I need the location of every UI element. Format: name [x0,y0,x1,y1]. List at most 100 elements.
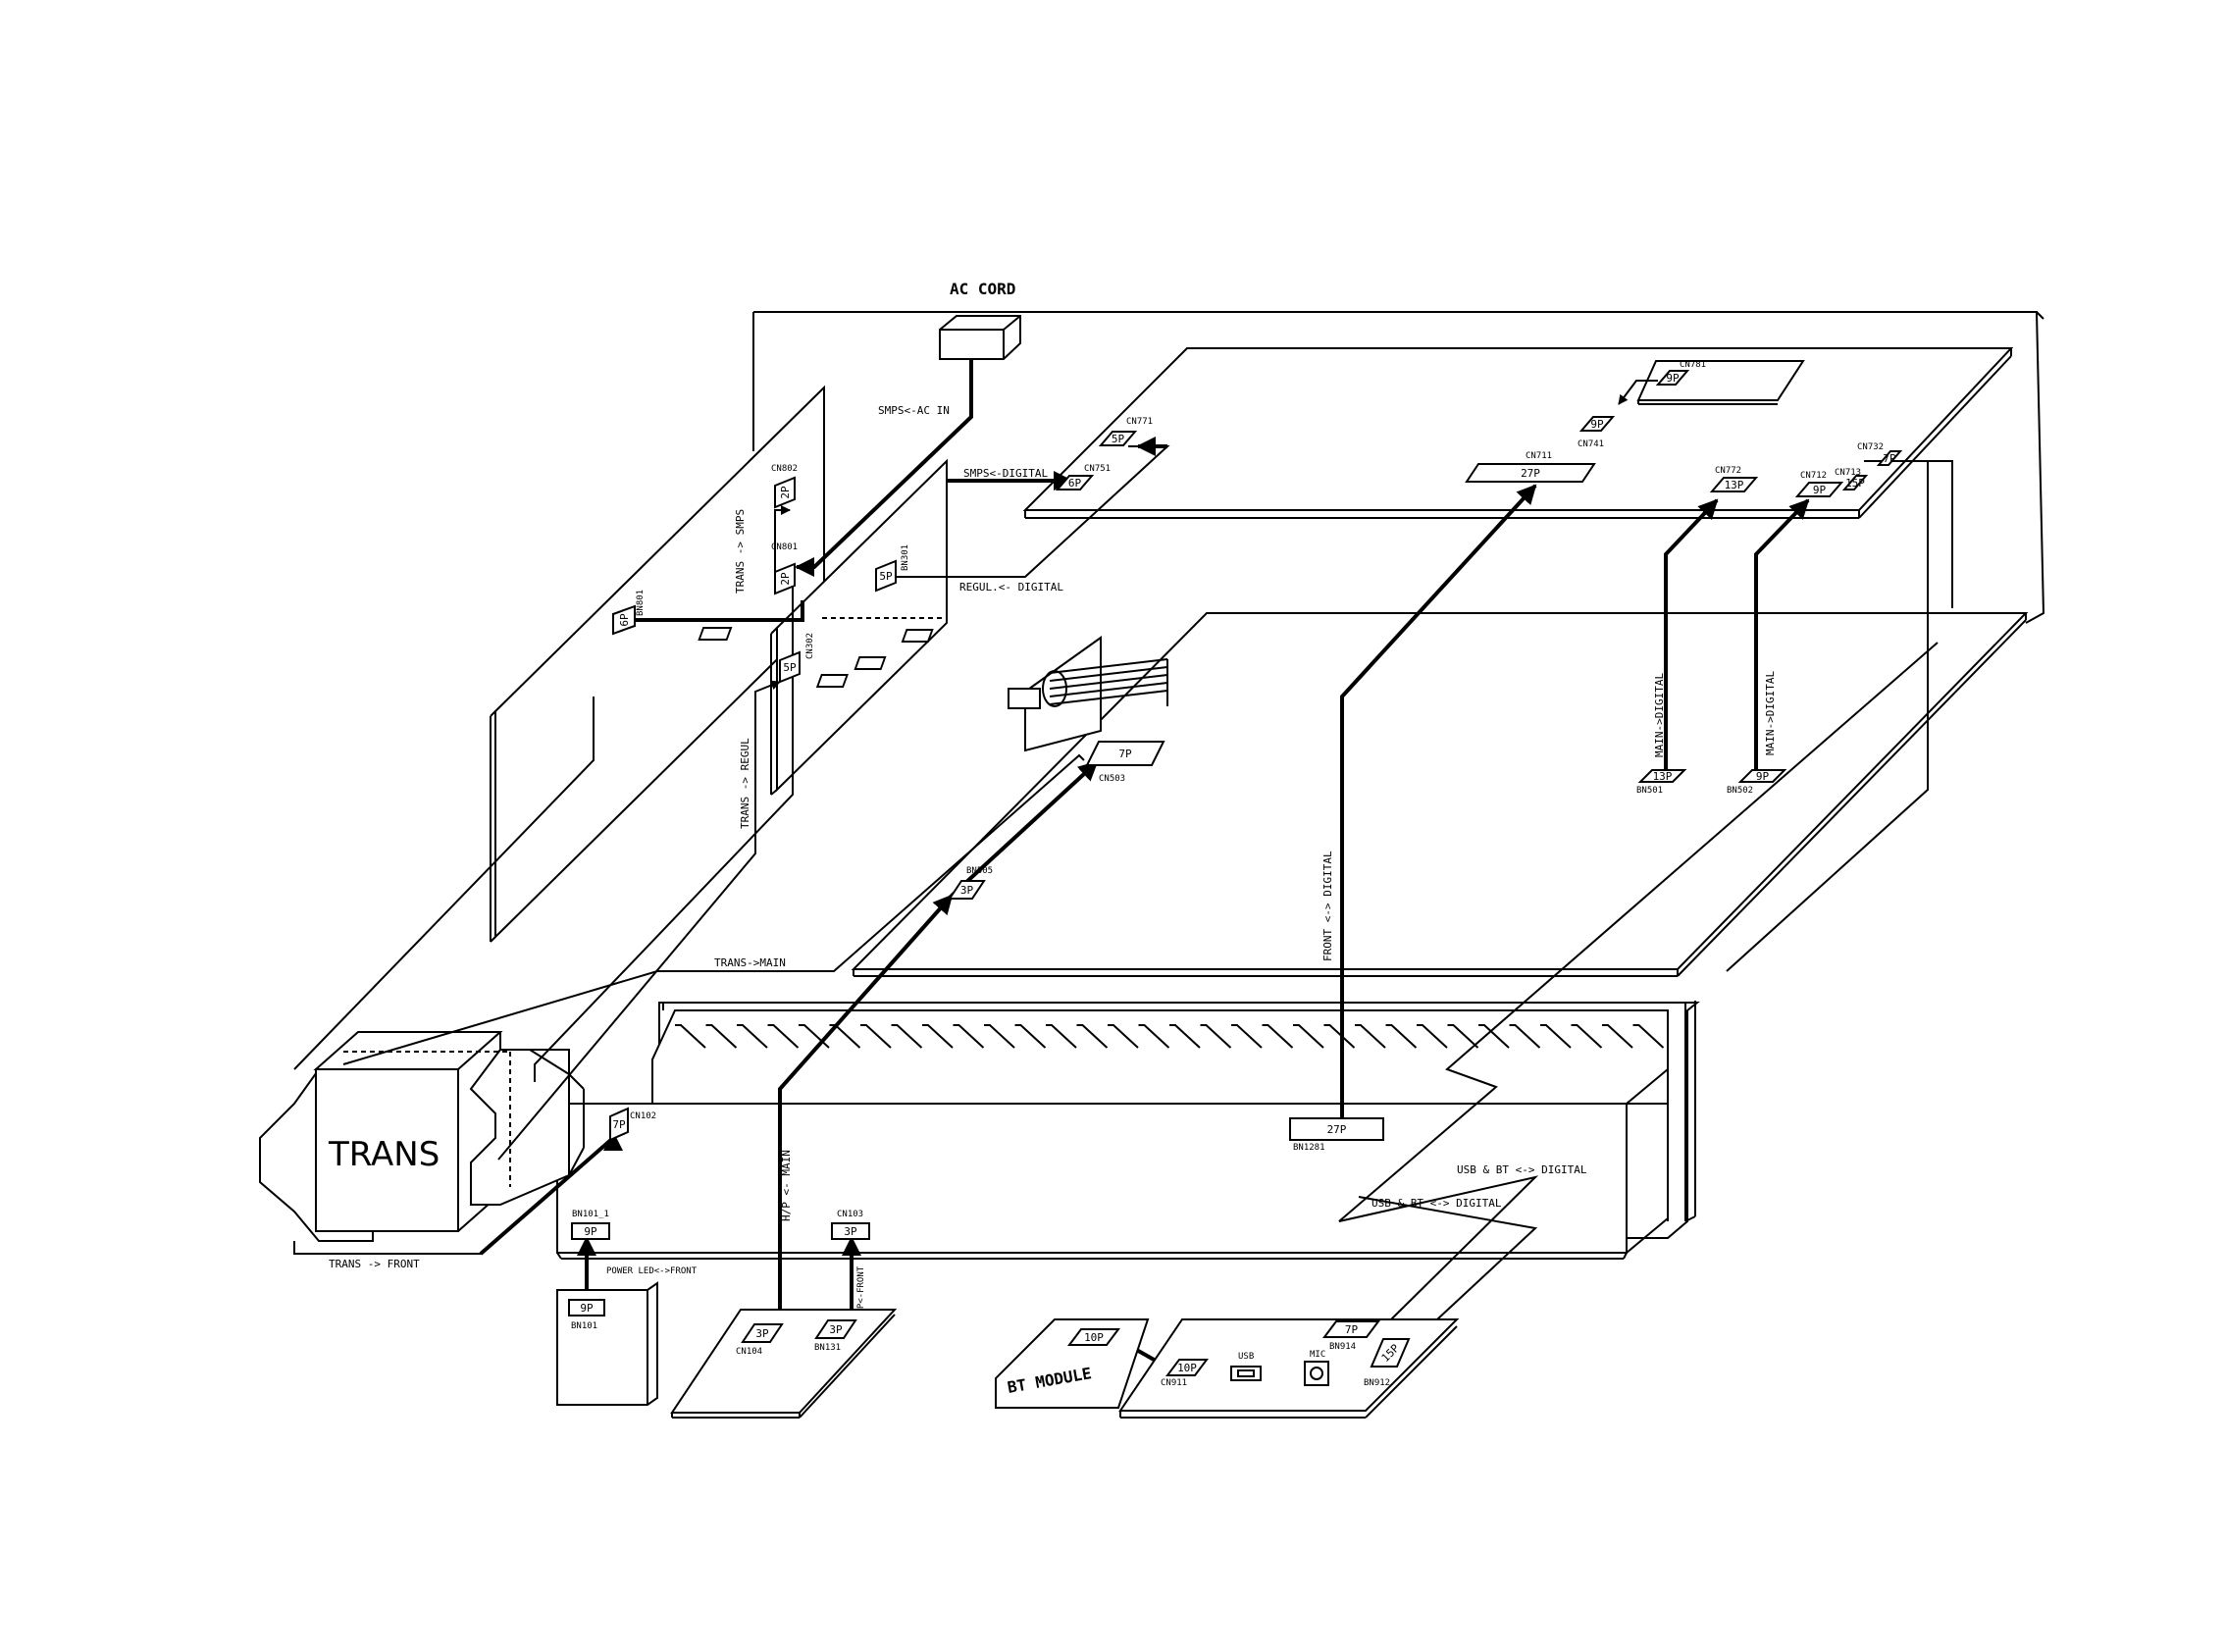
connector-cn104: 3P CN104 [736,1323,784,1357]
connector-bt10p: 10P [1067,1328,1120,1346]
ac-cord-plug: AC CORD [939,280,1021,360]
connector-pins: 6P [618,613,631,627]
heatsink-fin [767,1024,800,1049]
connector-name: BN301 [901,544,910,571]
heatsink-fin [1447,1024,1479,1049]
digital-board [1022,347,2014,519]
heatsink-fin [1231,1024,1263,1049]
connector-name: CN781 [1680,360,1706,370]
trans-regul-label: TRANS -> REGUL [739,738,751,829]
hp-front-label: H/P<-FRONT [856,1265,866,1319]
connector-pins: 7P [612,1118,626,1131]
mic [1304,1361,1329,1386]
heatsink-fin [953,1024,985,1049]
connector-bn801: 6P BN801 [612,590,646,636]
connector-name: BN502 [1727,786,1753,796]
connector-pins: 7P [1118,748,1132,760]
connector-bn131: 3P BN131 [814,1319,857,1353]
connector-pins: 5P [783,661,797,674]
heatsink-fin [737,1024,768,1049]
trans-label: TRANS [328,1135,440,1174]
connector-name: BN101 [571,1321,597,1331]
connector-name: CN302 [805,633,815,659]
connector-name: BN505 [966,866,993,876]
connector-name: CN712 [1800,471,1827,481]
connector-name: BN912 [1364,1378,1390,1388]
connector-name: CN503 [1099,774,1125,784]
heatsink-fin [1478,1024,1510,1049]
heatsink-fin [1076,1024,1109,1049]
connector-pins: 9P [1666,372,1680,385]
connector-name: CN732 [1857,442,1884,452]
regul-digital-label: REGUL.<- DIGITAL [959,581,1063,594]
usb-label: USB [1238,1352,1254,1362]
headphone-board [670,1309,898,1419]
connector-pins: 15P [1845,477,1865,490]
heatsink-fin [1046,1024,1077,1049]
heatsink-fin [1540,1024,1572,1049]
heatsink-fin [1632,1024,1665,1049]
connector-pins: 3P [829,1323,843,1336]
connector-name: BN131 [814,1343,841,1353]
connector-pins: 5P [1112,433,1125,445]
connector-pins: 3P [755,1327,769,1340]
heatsink-fin [1014,1024,1047,1049]
hp-main-label: H/P <- MAIN [780,1150,793,1221]
connector-pins: 9P [580,1302,594,1315]
connector-pins: 13P [1653,770,1673,783]
connector-name: BN1281 [1293,1143,1325,1153]
power-led-front-label: POWER LED<->FRONT [606,1266,698,1276]
heatsink-fin [675,1024,706,1049]
usb-bt-digital-label-2: USB & BT <-> DIGITAL [1371,1197,1502,1210]
ac-cord-label: AC CORD [950,280,1015,298]
heatsink-fin [1571,1024,1603,1049]
connector-name: BN801 [636,590,646,616]
connector-name: CN713 [1835,468,1861,478]
connector-pins: 3P [844,1225,857,1238]
main-digital-label-1: MAIN->DIGITAL [1653,673,1666,757]
heatsink-fin [1262,1024,1294,1049]
connector-pins: 2P [779,486,792,499]
front-panel [556,1001,1700,1260]
connector-cn302: 5P CN302 [779,633,815,684]
usb-port-slot [1237,1369,1255,1377]
connector-name: BN501 [1636,786,1663,796]
connector-name: CN772 [1715,466,1741,476]
connector-pins: 10P [1084,1331,1104,1344]
main-board [851,612,2029,977]
connector-name: CN104 [736,1347,762,1357]
heatsink-fin [1417,1024,1448,1049]
heatsink-fin [1323,1024,1356,1049]
connectors: 2PCN8022PCN8016PBN8015PBN3015PCN3025PCN7… [568,360,1903,1388]
connector-name: CN771 [1126,417,1153,427]
heatsink-fin [1108,1024,1139,1049]
connector-pins: 2P [779,572,792,586]
heatsink-fins [675,1024,1665,1049]
heatsink-fin [984,1024,1015,1049]
connector-pins: 27P [1327,1123,1347,1136]
trans-front-label: TRANS -> FRONT [329,1258,420,1270]
heatsink-fin [1385,1024,1418,1049]
connector-cn503: 7P CN503 [1085,741,1165,784]
heatsink-fin [1602,1024,1633,1049]
connector-pins: 7P [1345,1323,1359,1336]
usb-mic-board: USB MIC [1118,1318,1460,1419]
connector-pins: 9P [584,1225,597,1238]
connector-bn101: 9P BN101 [568,1299,605,1331]
connector-bn501: 13P BN501 [1636,769,1687,796]
connector-pins: 7P [1883,452,1896,465]
connector-pins: 10P [1177,1362,1197,1374]
